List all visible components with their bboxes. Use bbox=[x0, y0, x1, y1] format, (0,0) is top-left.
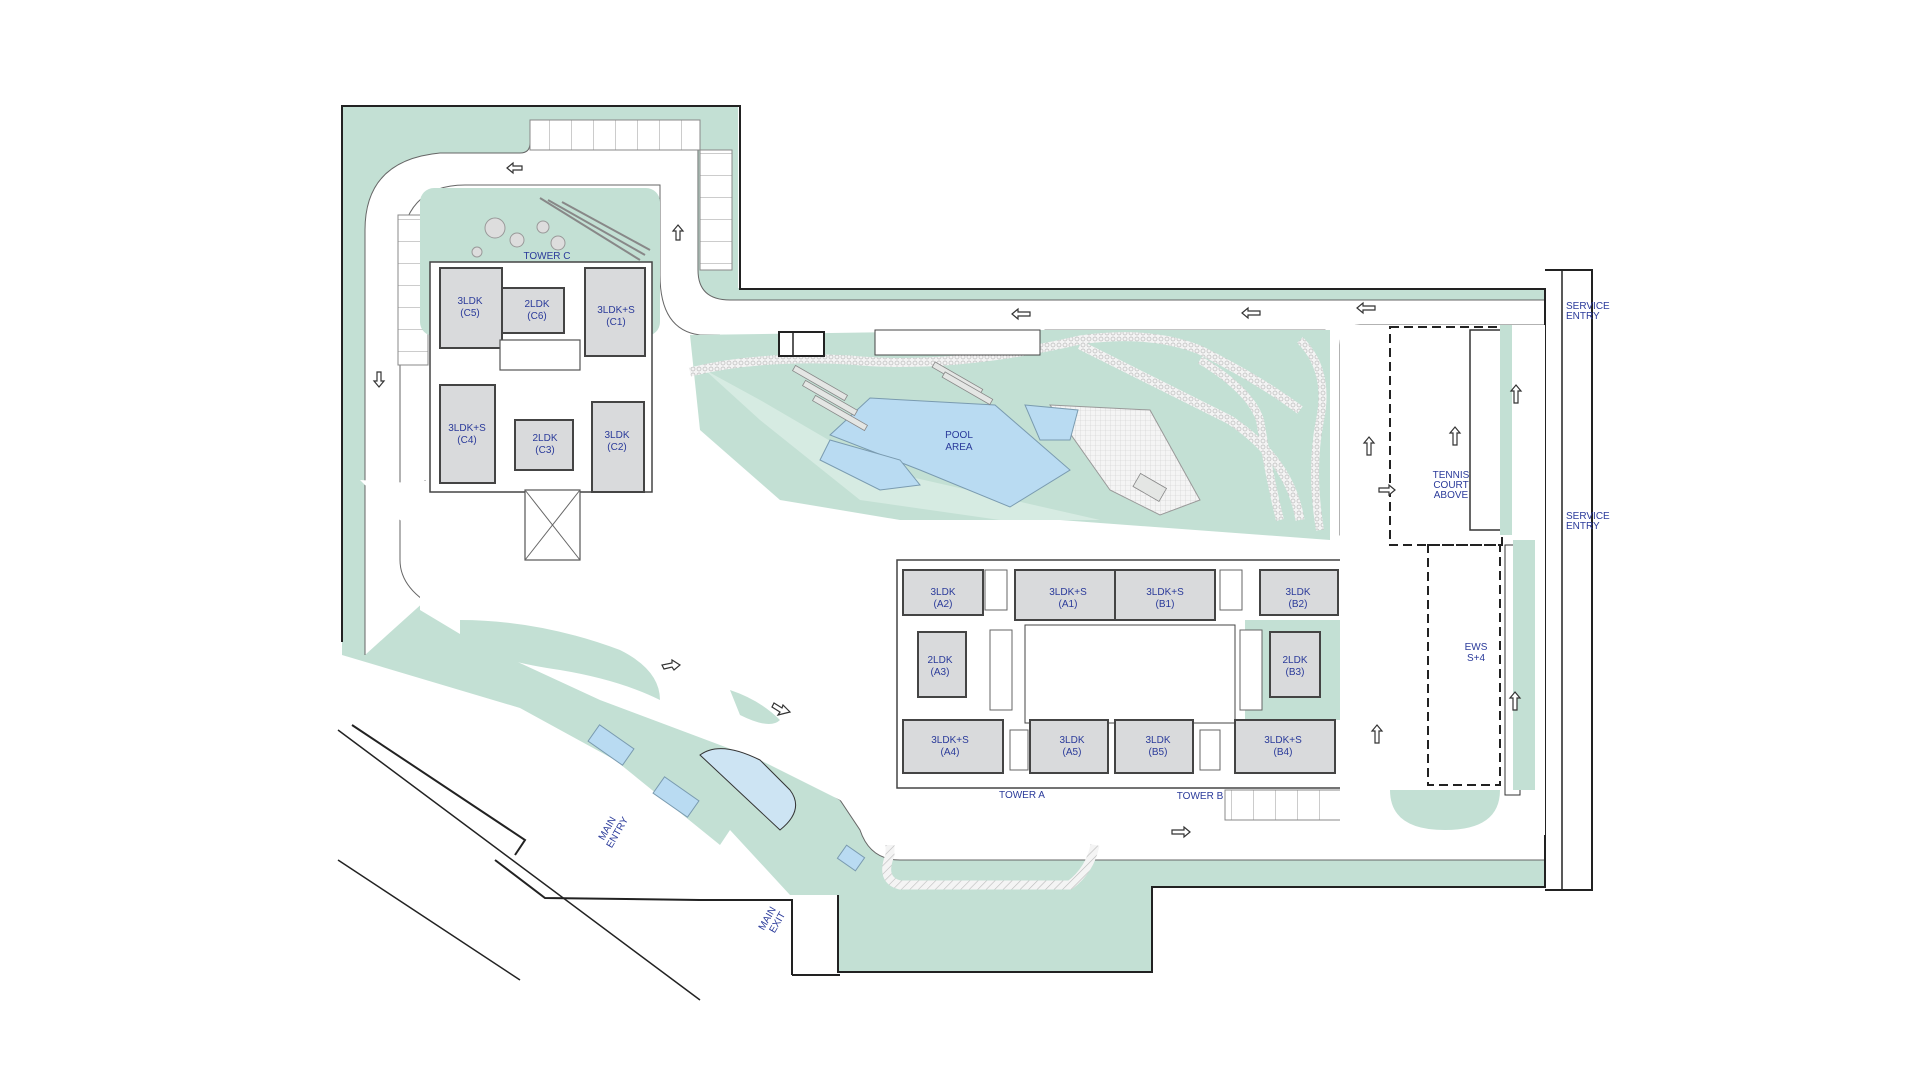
arrow-right-icon bbox=[661, 658, 682, 671]
unit-a2-type: 3LDK bbox=[930, 587, 955, 598]
unit-a4-code: (A4) bbox=[941, 747, 960, 758]
unit-a5-type: 3LDK bbox=[1059, 735, 1084, 746]
unit-b5-type: 3LDK bbox=[1145, 735, 1170, 746]
unit-a2-code: (A2) bbox=[934, 599, 953, 610]
unit-b3-type: 2LDK bbox=[1282, 655, 1307, 666]
ews-label-line1: EWS bbox=[1465, 642, 1488, 653]
service-entry-top-line2: ENTRY bbox=[1566, 311, 1600, 322]
tower-c: TOWER C 3LDK (C5) 2LDK (C6) 3LDK+S (C1) … bbox=[420, 188, 660, 561]
arrow-up-icon bbox=[1509, 384, 1523, 404]
site-boundary bbox=[337, 105, 1593, 1001]
unit-c2-type: 3LDK bbox=[604, 430, 629, 441]
unit-a4-type: 3LDK+S bbox=[931, 735, 969, 746]
unit-b3-code: (B3) bbox=[1286, 667, 1305, 678]
unit-a1-type: 3LDK+S bbox=[1049, 587, 1087, 598]
unit-c1-type: 3LDK+S bbox=[597, 305, 635, 316]
east-block: TENNIS COURT ABOVE EWS S+4 SERVICE ENTRY… bbox=[1340, 301, 1610, 835]
unit-c4-code: (C4) bbox=[457, 435, 476, 446]
unit-b5-code: (B5) bbox=[1149, 747, 1168, 758]
arrow-up-icon bbox=[1448, 426, 1462, 446]
tower-a-label: TOWER A bbox=[999, 790, 1045, 801]
service-entry-mid-line1: SERVICE bbox=[1566, 511, 1610, 522]
tower-a-b: 3LDK (A2) 3LDK+S (A1) 3LDK+S (B1) 3LDK (… bbox=[896, 559, 1368, 821]
tennis-label-line3: ABOVE bbox=[1434, 490, 1469, 501]
arrow-down-icon bbox=[372, 371, 386, 388]
unit-a5-code: (A5) bbox=[1063, 747, 1082, 758]
unit-a3-code: (A3) bbox=[931, 667, 950, 678]
unit-c6-type: 2LDK bbox=[524, 299, 549, 310]
unit-c3-code: (C3) bbox=[535, 445, 554, 456]
service-entry-mid-line2: ENTRY bbox=[1566, 521, 1600, 532]
unit-a1-code: (A1) bbox=[1059, 599, 1078, 610]
pool-label-line2: AREA bbox=[945, 442, 973, 453]
ews-label-line2: S+4 bbox=[1467, 653, 1486, 664]
unit-c5-type: 3LDK bbox=[457, 296, 482, 307]
unit-b4-type: 3LDK+S bbox=[1264, 735, 1302, 746]
unit-c6-code: (C6) bbox=[527, 311, 546, 322]
unit-a3-type: 2LDK bbox=[927, 655, 952, 666]
arrow-left-icon bbox=[1241, 306, 1261, 320]
arrow-left-icon bbox=[1356, 301, 1376, 315]
unit-b1-code: (B1) bbox=[1156, 599, 1175, 610]
pool-stair bbox=[778, 329, 1041, 357]
unit-c2-code: (C2) bbox=[607, 442, 626, 453]
arrow-right-icon bbox=[1171, 825, 1191, 839]
pool-landscape: POOL AREA bbox=[688, 330, 1330, 540]
unit-b2-type: 3LDK bbox=[1285, 587, 1310, 598]
arrow-right-icon bbox=[1378, 483, 1396, 497]
arrow-right-icon bbox=[771, 702, 792, 716]
unit-b2-code: (B2) bbox=[1289, 599, 1308, 610]
arrow-up-icon bbox=[1362, 436, 1376, 456]
tower-c-label: TOWER C bbox=[523, 251, 570, 262]
unit-c4-type: 3LDK+S bbox=[448, 423, 486, 434]
traffic-arrows bbox=[372, 161, 1523, 839]
tower-b-label: TOWER B bbox=[1177, 791, 1224, 802]
tennis-label-line2: COURT bbox=[1433, 480, 1468, 491]
unit-b1-type: 3LDK+S bbox=[1146, 587, 1184, 598]
service-entry-top-line1: SERVICE bbox=[1566, 301, 1610, 312]
pool-label-line1: POOL bbox=[945, 430, 973, 441]
arrow-up-icon bbox=[1370, 724, 1384, 744]
tennis-label-line1: TENNIS bbox=[1433, 470, 1470, 481]
arrow-up-icon bbox=[1508, 691, 1522, 711]
arrow-left-icon bbox=[1011, 307, 1031, 321]
arrow-left-icon bbox=[506, 161, 523, 175]
unit-c5-code: (C5) bbox=[460, 308, 479, 319]
unit-b4-code: (B4) bbox=[1274, 747, 1293, 758]
arrow-up-icon bbox=[671, 224, 685, 241]
unit-c3-type: 2LDK bbox=[532, 433, 557, 444]
unit-c1-code: (C1) bbox=[606, 317, 625, 328]
